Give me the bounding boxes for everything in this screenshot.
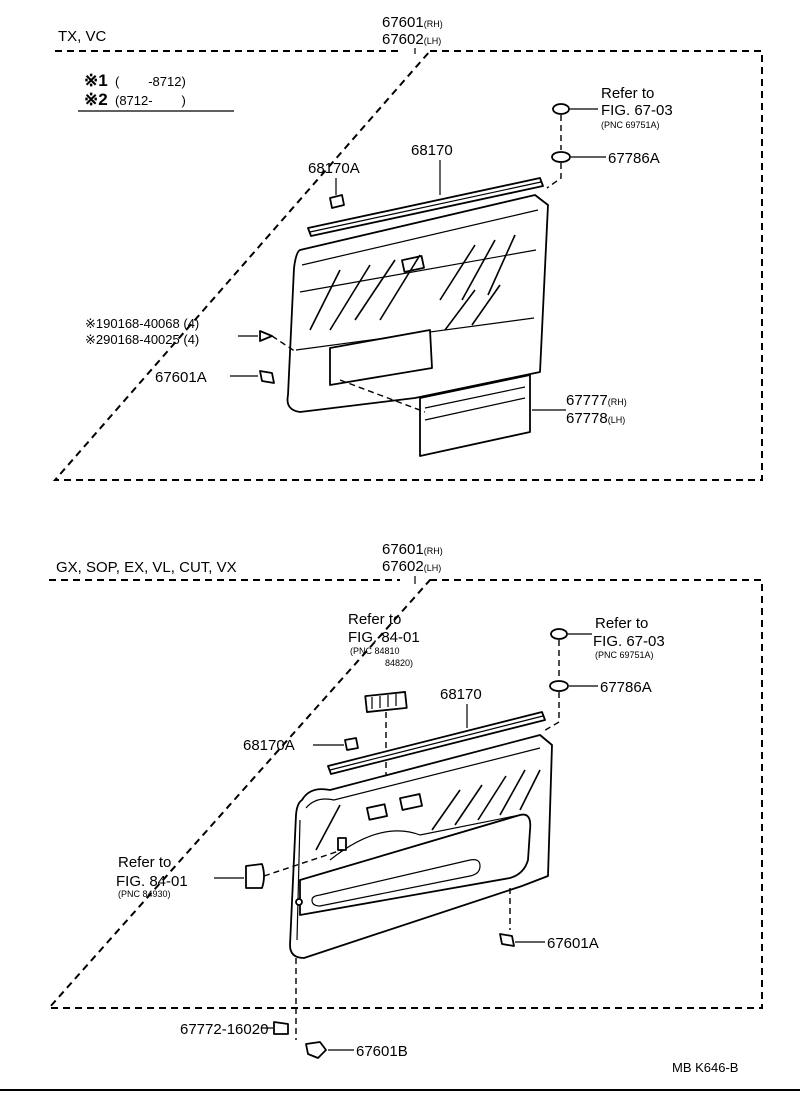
bottom-part-lh-label: 67602(LH) <box>382 558 441 575</box>
bottom-part-67772-label: 67772-16020 <box>180 1021 268 1038</box>
top-models-label: TX, VC <box>58 28 107 45</box>
top-retainer-icon <box>552 103 570 115</box>
bottom-clip-67786a-icon <box>549 680 569 692</box>
bottom-part-lh-suffix: (LH) <box>424 563 442 573</box>
legend-range-2: (8712- ) <box>115 93 186 108</box>
top-clip-67601a-icon <box>259 370 275 384</box>
bottom-clip-dashed-link <box>541 640 560 733</box>
bottom-refer-top-pnc: (PNC 69751A) <box>595 650 654 660</box>
top-refer-label: Refer to <box>601 85 654 102</box>
bottom-panel-switch-recess-2 <box>399 793 423 811</box>
bottom-panel-armrest <box>299 813 532 916</box>
bottom-refer-top-fig: FIG. 67-03 <box>593 633 665 650</box>
bottom-retainer-icon <box>550 628 568 640</box>
top-pocket-icon <box>419 374 531 457</box>
top-panel-armrest <box>329 329 433 386</box>
top-clip-68170a-label: 68170A <box>308 160 360 177</box>
top-clip-67601a-label: 67601A <box>155 369 207 386</box>
bottom-panel-pull-handle <box>311 859 481 907</box>
top-screw-1-label: ※190168-40068 (4) <box>85 316 199 331</box>
bottom-refer-left-label: Refer to <box>118 854 171 871</box>
top-weatherstrip-groove <box>309 181 542 233</box>
bottom-refer-top-label: Refer to <box>595 615 648 632</box>
bottom-refer-switch-pnc2: 84820) <box>385 658 413 668</box>
bottom-door-panel <box>289 734 553 959</box>
bottom-models-label: GX, SOP, EX, VL, CUT, VX <box>56 559 237 576</box>
top-weatherstrip-label: 68170 <box>411 142 453 159</box>
footer-code: MB K646-B <box>672 1060 738 1075</box>
bottom-refer-left-pnc: (PNC 84930) <box>118 889 171 899</box>
legend-range-1: ( -8712) <box>115 74 186 89</box>
bottom-panel-lock-knob <box>337 837 347 851</box>
top-part-lh-number: 67602 <box>382 31 424 48</box>
bottom-clip-67786a-label: 67786A <box>600 679 652 696</box>
bottom-section: 67601(RH) 67602(LH) GX, SOP, EX, VL, CUT… <box>46 541 763 1060</box>
bottom-panel-screw-hole <box>295 898 303 906</box>
top-part-rh-suffix: (RH) <box>424 19 443 29</box>
bottom-switch-left-dashed-link <box>263 849 343 877</box>
top-panel-hatching <box>309 234 516 331</box>
top-clip-68170a-icon <box>329 194 345 209</box>
bottom-part-rh-number: 67601 <box>382 541 424 558</box>
top-pocket-rh-suffix: (RH) <box>608 397 627 407</box>
top-clip-dashed-link <box>546 115 562 189</box>
bottom-refer-switch-fig: FIG. 84-01 <box>348 629 420 646</box>
top-clip-67786a-icon <box>551 151 571 163</box>
bottom-switch-grille <box>371 694 397 709</box>
bottom-panel-upper-bulge <box>329 814 521 861</box>
bottom-clip-67601a-label: 67601A <box>547 935 599 952</box>
bottom-panel-switch-recess-1 <box>366 803 388 821</box>
bottom-dashed-frame <box>46 579 763 1009</box>
bottom-panel-inner-bezel <box>296 747 541 941</box>
top-clip-67786a-label: 67786A <box>608 150 660 167</box>
bottom-clip-67601a-icon <box>499 933 515 947</box>
bottom-weatherstrip-groove <box>329 715 544 771</box>
legend-mark-1: ※1 <box>84 71 108 90</box>
top-refer-fig: FIG. 67-03 <box>601 102 673 119</box>
top-pocket-lh-suffix: (LH) <box>608 415 626 425</box>
top-part-rh-label: 67601(RH) <box>382 14 443 31</box>
top-pocket-lh-number: 67778 <box>566 410 608 427</box>
top-pocket-dashed-link <box>339 379 426 413</box>
top-part-lh-suffix: (LH) <box>424 36 442 46</box>
bottom-refer-switch-pnc1: (PNC 84810 <box>350 646 400 656</box>
top-screw-dashed-link <box>271 335 297 353</box>
top-panel-handle-recess <box>401 255 425 273</box>
bottom-clip-68170a-icon <box>344 737 359 751</box>
top-pocket-rh-number: 67777 <box>566 392 608 409</box>
top-dashed-frame <box>52 50 763 481</box>
bottom-switch-left-icon <box>245 863 265 889</box>
top-screw-icon <box>259 330 273 342</box>
top-part-lh-label: 67602(LH) <box>382 31 441 48</box>
top-panel-belt-line <box>299 249 537 293</box>
bottom-panel-hatching <box>315 769 541 851</box>
bottom-part-67601b-label: 67601B <box>356 1043 408 1060</box>
legend-mark-2: ※2 <box>84 90 108 109</box>
top-refer-pnc: (PNC 69751A) <box>601 120 660 130</box>
bottom-refer-left-fig: FIG. 84-01 <box>116 873 188 890</box>
top-pocket-inner <box>424 386 526 421</box>
top-screw-2-label: ※290168-40025 (4) <box>85 332 199 347</box>
top-pocket-lh-label: 67778(LH) <box>566 410 625 427</box>
bottom-part-rh-suffix: (RH) <box>424 546 443 556</box>
bottom-clip-68170a-label: 68170A <box>243 737 295 754</box>
bottom-weatherstrip-label: 68170 <box>440 686 482 703</box>
top-part-rh-number: 67601 <box>382 14 424 31</box>
bottom-part-lh-number: 67602 <box>382 558 424 575</box>
bottom-part-67772-icon <box>273 1021 289 1035</box>
bottom-part-rh-label: 67601(RH) <box>382 541 443 558</box>
bottom-refer-switch-label: Refer to <box>348 611 401 628</box>
top-section: TX, VC 67601(RH) 67602(LH) ※1 ( -8712) ※… <box>52 14 763 481</box>
top-panel-upper-line <box>301 209 539 266</box>
top-pocket-rh-label: 67777(RH) <box>566 392 627 409</box>
top-door-panel <box>286 194 549 413</box>
bottom-part-67601b-icon <box>305 1041 327 1059</box>
